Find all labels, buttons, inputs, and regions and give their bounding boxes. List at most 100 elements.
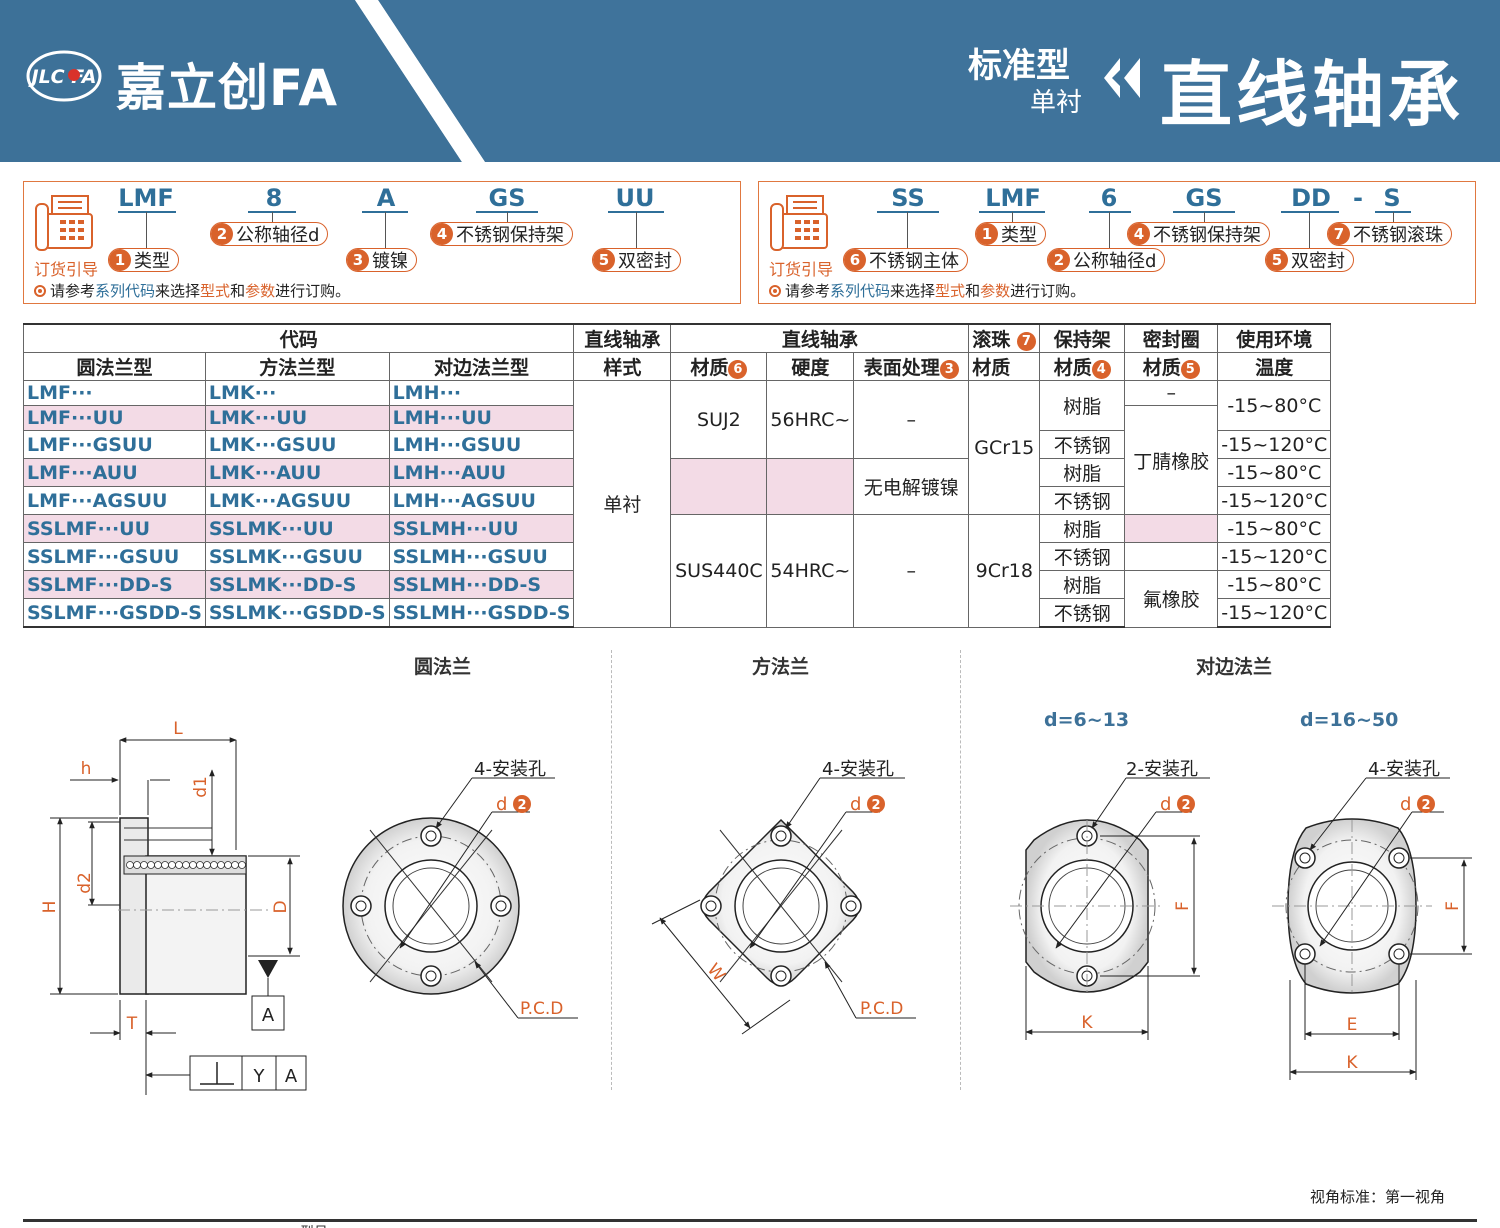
dim-label-d2: d2 — [75, 872, 95, 894]
cell-cage: 树脂 — [1039, 380, 1126, 431]
code-underline — [1281, 211, 1339, 213]
drawing-title-round: 圆法兰 — [414, 656, 472, 678]
number-badge: 4 — [431, 223, 453, 245]
label-text: 公称轴径d — [236, 225, 320, 246]
cell-cage: 树脂 — [1039, 570, 1126, 599]
cell-cut: LMH···GSUU — [388, 430, 575, 459]
cell-temp: -15~80°C — [1217, 458, 1332, 487]
order-guide-label: 订货引导 — [34, 260, 99, 279]
col-header-ball: 滚珠 7 — [968, 323, 1041, 353]
dim-label-F: F — [1173, 901, 1193, 911]
code-underline — [1089, 211, 1131, 213]
cell-hardness-a: 56HRC~ — [766, 380, 855, 459]
bullet-icon — [769, 285, 781, 297]
label-text: 双密封 — [1291, 251, 1345, 272]
cell-cage: 不锈钢 — [1039, 598, 1126, 628]
label-text: 公称轴径d — [1073, 251, 1157, 272]
bullet-icon — [34, 285, 46, 297]
drawing-title-square: 方法兰 — [752, 656, 810, 678]
label-pcd: P.C.D — [860, 999, 903, 1019]
leader-line — [507, 212, 508, 222]
dim-label-W: W — [703, 960, 729, 986]
code-ball: S — [1383, 184, 1401, 212]
dim-label-F: F — [1443, 901, 1463, 911]
leader-line — [1204, 212, 1205, 222]
page-title: 直线轴承 — [1160, 53, 1465, 137]
code-underline — [118, 211, 176, 213]
label-mounting-holes-4: 4-安装孔 — [474, 759, 546, 780]
cell-surface-none-a: – — [853, 380, 970, 459]
cell-surface-ni: 无电解镀镍 — [853, 458, 970, 515]
code-stainless: SS — [891, 184, 925, 212]
number-badge: 3 — [347, 249, 369, 271]
cell-seal-none: – — [1124, 380, 1219, 406]
col-header-style-2: 样式 — [573, 352, 672, 381]
code-cage: GS — [1185, 184, 1223, 212]
number-badge: 2 — [211, 223, 233, 245]
cell-hardness-b: 54HRC~ — [766, 514, 855, 628]
cell-cage: 树脂 — [1039, 458, 1126, 487]
cell-cut: SSLMH···UU — [388, 514, 575, 543]
table-row: LMF··· LMK··· LMH··· 单衬 SUJ2 56HRC~ – GC… — [23, 380, 1332, 628]
cell-material-a: SUJ2 — [670, 380, 768, 459]
cell-temp: -15~80°C — [1217, 514, 1332, 543]
number-badge: 2 — [1421, 798, 1430, 813]
cell-cage: 树脂 — [1039, 514, 1126, 543]
number-badge: 5 — [593, 249, 615, 271]
label-text: 不锈钢保持架 — [1153, 225, 1261, 246]
brand-logo-icon: JLC FA — [26, 50, 102, 102]
leader-line — [272, 212, 273, 222]
label-d: d — [496, 794, 507, 815]
cell-cut: LMH···AGSUU — [388, 486, 575, 515]
leader-line — [1109, 212, 1110, 248]
number-badge: 6 — [728, 360, 748, 379]
leader-line — [385, 212, 386, 248]
cell-temp: -15~80°C — [1217, 570, 1332, 599]
view-standard-label: 视角标准：第一视角 — [1310, 1188, 1446, 1206]
svg-text:JLC FA: JLC FA — [28, 66, 97, 88]
double-chevron-left-icon — [1104, 58, 1140, 98]
number-badge: 2 — [1048, 249, 1070, 271]
col-header-round: 圆法兰型 — [23, 352, 206, 381]
number-badge: 2 — [517, 798, 526, 813]
square-flange-drawing: 4-安装孔 d 2 P.C.D W — [651, 759, 916, 1035]
round-flange-drawing: 4-安装孔 d 2 P.C.D — [342, 759, 578, 1019]
side-view-drawing: L h d1 d2 H D T A Y A — [40, 719, 307, 1095]
number-badge: 3 — [939, 360, 959, 379]
technical-drawings: L h d1 d2 H D T A Y A 4-安装孔 d 2 P.C.D — [40, 719, 1472, 1095]
cell-square: SSLMK···DD-S — [204, 570, 390, 599]
code-seal: UU — [615, 184, 655, 212]
label-text: 不锈钢滚珠 — [1353, 225, 1443, 246]
cell-cut: SSLMH···DD-S — [388, 570, 575, 599]
col-header-bearing: 直线轴承 — [670, 323, 970, 353]
cell-seal-fkm: 氟橡胶 — [1124, 570, 1219, 628]
col-header-cage: 保持架 — [1039, 323, 1126, 353]
leader-line — [146, 212, 147, 248]
cut-flange-small-drawing: 2-安装孔 d 2 F K — [1010, 759, 1210, 1040]
cell-round: SSLMF···GSUU — [23, 542, 206, 571]
cell-style: 单衬 — [573, 380, 672, 628]
cell-square: SSLMK···GSDD-S — [204, 598, 390, 628]
dim-label-K: K — [1346, 1053, 1358, 1073]
cell-surface-none-b: – — [853, 514, 970, 628]
cell-cage: 不锈钢 — [1039, 542, 1126, 571]
order-guide-label: 订货引导 — [769, 260, 834, 279]
cell-square: LMK···AUU — [204, 458, 390, 487]
label-d: d — [1160, 794, 1171, 815]
cell-cut: LMH···AUU — [388, 458, 575, 487]
drawing-title-cut: 对边法兰 — [1196, 656, 1273, 678]
fax-phone-icon — [35, 195, 93, 251]
cell-temp: -15~80°C — [1217, 380, 1332, 431]
table-row: LMF···GSUU LMK···GSUU LMH···GSUU 不锈钢 -15… — [23, 430, 1332, 459]
label-mounting-holes-4: 4-安装孔 — [1368, 759, 1440, 780]
col-header-square: 方法兰型 — [204, 352, 390, 381]
label-pcd: P.C.D — [520, 999, 563, 1019]
